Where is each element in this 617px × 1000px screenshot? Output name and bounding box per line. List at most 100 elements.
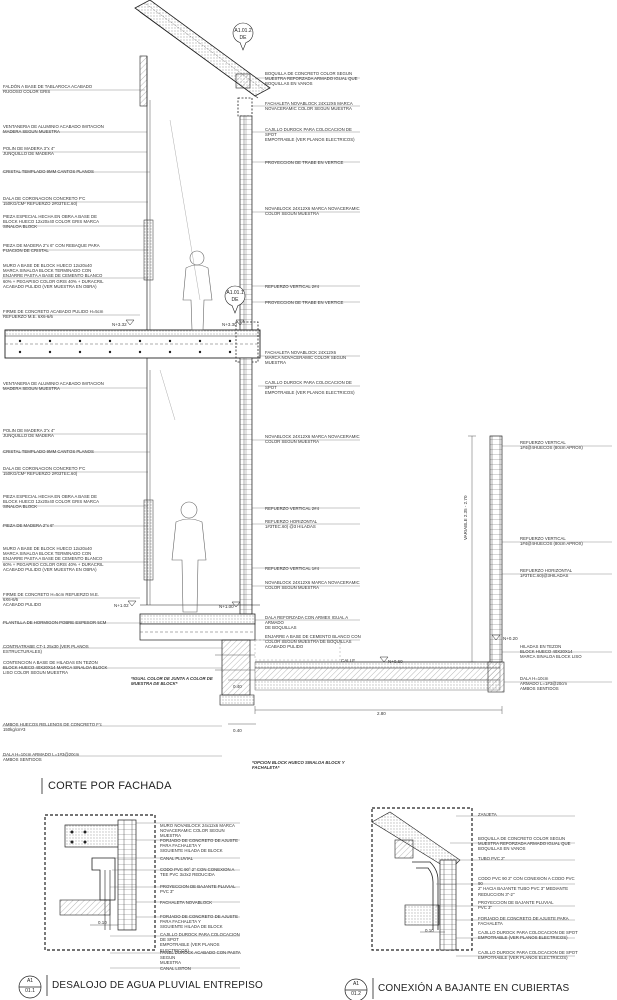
left-annotation: AMBOS HUECOS RELLENOS DE CONCRETO F'c 15… [3,722,102,733]
main-title: CORTE POR FACHADA [48,780,172,792]
left-annotation: CONTENCION A BASE DE HILADAS EN TEZON BL… [3,660,108,676]
detail-downspout-drawing [371,807,575,957]
left-annotation: PLANTILLA DE HORMIGON POBRE ESPESOR 5CM [3,620,107,625]
callout-note: *IGUAL COLOR DE JUNTA A COLOR DE MUESTRA… [131,676,213,687]
left-annotation: DALA DE CORONACION CONCRETO F'C 150KG/CM… [3,466,86,477]
detail-right-annotation: TUBO PVC 2" [478,856,506,861]
section-tag-bottom: DE [239,35,247,41]
detail-right-annotation: CAJILLO DUROCK PARA COLOCACION DE SPOT E… [478,950,578,961]
detail-right-annotation: ZANJETA [478,812,497,817]
level-marker: N+0.60 [388,659,403,664]
level-marker: 0.40 [233,728,242,733]
left-annotation: CRISTAL TEMPLADO 9MM CANTOS PLANOS [3,449,94,454]
level-marker: 2.80 [377,711,386,716]
right-annotation: REFUERZO VERTICAL 2#4 [265,284,319,289]
level-marker: 0.40 [233,684,242,689]
level-marker: N+3.30 [222,322,237,327]
right-annotation: NOVABLOCK 24X12X6 MARCA NOVACERAMIC COLO… [265,434,360,445]
left-annotation: FALDÓN A BASE DE TABLAROCA ACABADO RUGOS… [3,84,93,95]
level-marker: N+1.00 [219,604,234,609]
right-annotation: NOVABLOCK 24X12X6 MARCA NOVACERAMIC COLO… [265,206,360,217]
detail-right-annotation: CODO PVC 90 2" CON CONEXION A CODO PVC 9… [478,876,575,897]
far-right-annotation: REFUERZO VERTICAL 1#4@4HUECOS (80cm APRO… [520,440,583,451]
ground-line [140,604,501,691]
level-marker: N+0.20 [503,636,518,641]
right-annotation: FACHALETA NOVABLOCK 24X12X6 MARCA NOVACE… [265,101,353,112]
section-tag-bubbles [224,22,254,314]
left-annotation: DALA H=10cm ARMADO L=1#3@20cm AMBOS SENT… [3,752,80,763]
dimension-lines [228,435,503,725]
detail-right-annotation: CAJILLO DUROCK PARA COLOCACION DE SPOT E… [478,930,578,941]
far-right-annotation: REFUERZO HORIZONTAL 1#3TEC.60)@3HILADAS [520,568,573,579]
detail-left-annotation: CODO PVC 90° 2" CON CONEXION A TEE PVC 3… [160,867,235,878]
right-annotation: NOVABLOCK 24X12X6 MARCA NOVACERAMIC COLO… [265,580,360,591]
perimeter-block-wall [487,435,505,693]
right-annotation: PROYECCION DE TRABE EN VERTICE [265,300,344,305]
human-figure-lower [171,501,207,613]
detail-left-annotation: CANAL PLUVIAL [160,856,194,861]
mezzanine-slab [4,321,261,363]
detail-left-annotation: MURO NOVABLOCK 24x12x6 MARCA NOVACERAMIC… [160,823,235,839]
detail-right-annotation: FORJADO DE CONCRETO DE AJUSTE PARA FACHA… [478,916,569,927]
left-annotation: DALA DE CORONACION CONCRETO F'C 150KG/CM… [3,196,86,207]
detail-left-annotation: PROYECCION DE BAJANTE PLUVIAL PVC 3" [160,884,236,895]
far-right-annotation: DALA H=10cm ARMADO L=1#3@20cm AMBOS SENT… [520,676,567,692]
detail-left-annotation: FORJADO DE CONCRETO DE AJUSTE PARA FACHA… [160,914,238,930]
detail-left-annotation: CAJILLO DUROCK PARA COLOCACION DE SPOT E… [160,932,240,953]
section-tag-top: A1.01.1 [226,290,244,296]
detail-tag-circles [18,975,374,1000]
level-markers [125,319,501,663]
left-annotation: POLIN DE MADERA 3"x 4" JUNQUILLO DE MADE… [3,428,55,439]
left-annotation: PIEZA DE MADERA 2"x 6" CON REBAQUE PARA … [3,243,100,254]
lower-window-frame [143,358,176,605]
left-annotation: PIEZA DE MADERA 2"x 6" [3,523,55,528]
detail-right-tag-bottom: 01.2 [351,991,361,997]
detail-drainage-drawing [44,814,240,969]
right-annotation: REFUERZO VERTICAL 1#4 [265,566,319,571]
detail-left-title: DESALOJO DE AGUA PLUVIAL ENTREPISO [52,980,263,991]
ground-floor-slab [139,613,256,706]
left-annotation: MURO A BASE DE BLOCK HUECO 12x20x40 MARC… [3,546,104,572]
detail-left-tag-bottom: 01.1 [25,988,35,994]
right-annotation: FACHALETA NOVABLOCK 24X12X6 MARCA NOVACE… [265,350,347,366]
right-annotation: CAJILLO DUROCK PARA COLOCACION DE SPOT E… [265,380,355,396]
detail-left-annotation: CANAL LISTON [160,966,191,971]
detail-left-annotation: PANEL DUROCK ACABADO CON PASTA SEGUN MUE… [160,950,241,966]
roof-slab [134,0,271,117]
right-annotation: BOQUILLA DE CONCRETO COLOR SEGUN MUESTRA… [265,71,358,87]
level-marker: CALLE [341,658,356,663]
detail-left-annotation: FORJADO DE CONCRETO DE AJUSTE PARA FACHA… [160,838,238,854]
right-annotation: DALA REFORZADA CON ARMEX IGUAL A ARMADO … [265,615,348,631]
left-annotation: PIEZA ESPECIAL HECHA EN OBRA A BASE DE B… [3,214,99,230]
human-figure-upper [182,250,213,331]
left-annotation: POLIN DE MADERA 3"x 4" JUNQUILLO DE MADE… [3,146,55,157]
vertical-dimension: VARIABLE 2.35 - 2.70 [463,495,468,540]
level-marker: N+1.02 [114,603,129,608]
upper-block-wall [239,115,253,331]
right-annotation: PROYECCION DE TRABE EN VERTICE [265,160,344,165]
detail-right-title: CONEXIÓN A BAJANTE EN CUBIERTAS [378,983,570,994]
detail-left-annotation: FACHALETA NOVABLOCK [160,900,213,905]
right-annotation: REFUERZO VERTICAL 2#4 [265,506,319,511]
left-annotation: VENTANERIA DE ALUMINIO ACABADO IMITACION… [3,124,104,135]
left-annotation: CRISTAL TEMPLADO 9MM CANTOS PLANOS [3,169,94,174]
detail-left-dim: 0.10 [98,920,107,925]
left-annotation: MURO A BASE DE BLOCK HUECO 12x20x40 MARC… [3,263,104,289]
right-leader-lines [252,77,612,683]
right-annotation: CAJILLO DUROCK PARA COLOCACION DE SPOT E… [265,127,355,143]
lower-block-wall [239,357,253,615]
detail-right-dim: 0.10 [425,928,434,933]
left-annotation: FIRME DE CONCRETO ACABADO PULIDO H=5cm R… [3,309,104,320]
detail-right-annotation: PROYECCION DE BAJANTE PLUVIAL PVC 3" [478,900,554,911]
detail-right-annotation: BOQUILLA DE CONCRETO COLOR SEGUN MUESTRA… [478,836,571,852]
section-tag-top: A1.01.2 [234,28,252,34]
left-annotation: FIRME DE CONCRETO H=5cm REFUERZO M.E. 6X… [3,592,100,608]
left-annotation: CONTRATRABE CT-1 25x30 (VER PLANOS ESTRU… [3,644,89,655]
callout-note: *OPCION BLOCK HUECO SINALOA BLOCK Y FACH… [252,760,345,771]
right-annotation: ENJARRE A BASE DE CEMENTO BLANCO CON COL… [265,634,361,650]
far-right-annotation: REFUERZO VERTICAL 1#4@4HUECOS (80cm APRO… [520,536,583,547]
left-annotation: VENTANERIA DE ALUMINIO ACABADO IMITACION… [3,381,104,392]
far-right-annotation: HILADAS EN TEZON BLOCK HUECO 40X20X14 MA… [520,644,582,660]
